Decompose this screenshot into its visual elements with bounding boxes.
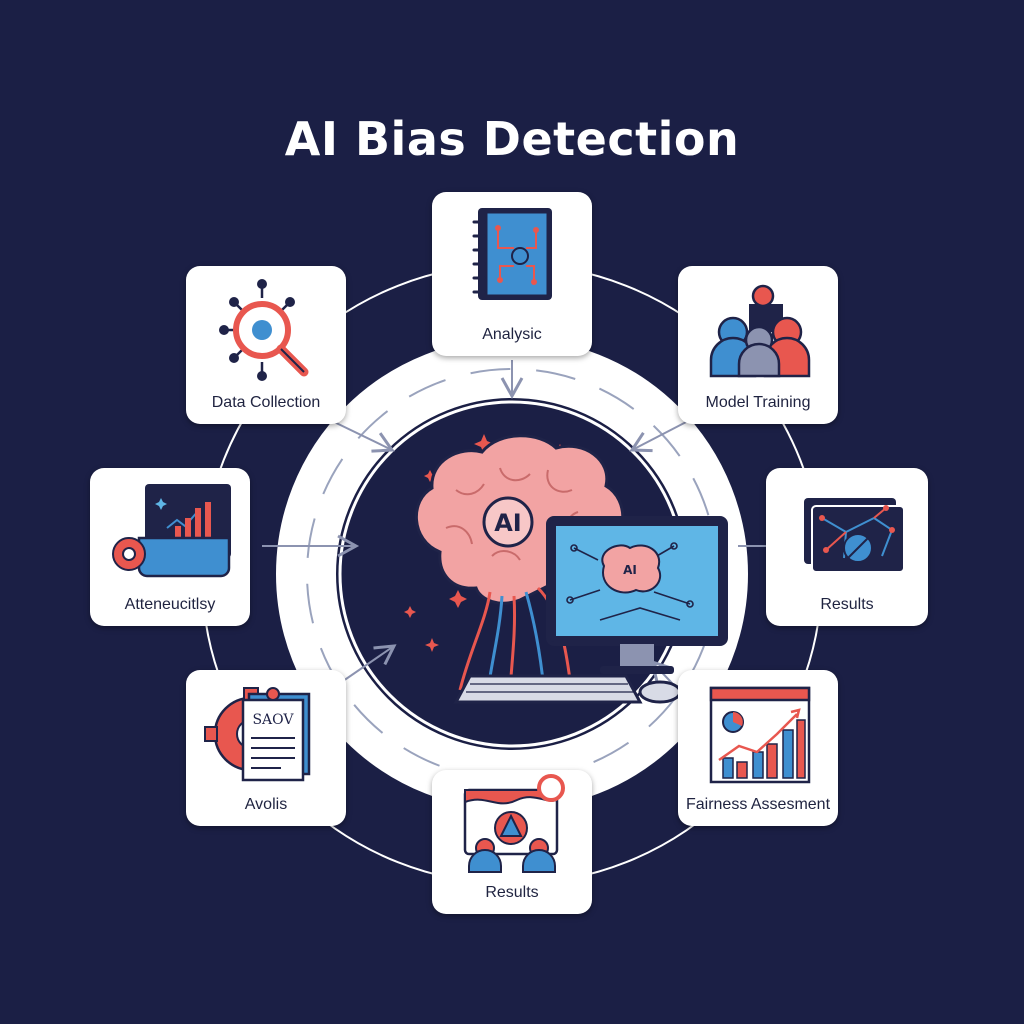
diagram-title: AI Bias Detection <box>284 112 740 166</box>
node-results-right[interactable]: Results <box>766 468 928 626</box>
circuit-book-icon <box>432 202 592 322</box>
node-data-collection[interactable]: Data Collection <box>186 266 346 424</box>
arrow-from-data-collection <box>329 419 395 453</box>
attenuity-label: Atteneucitlsy <box>124 596 216 613</box>
arrow-from-model-training <box>629 419 691 453</box>
results-bottom-label: Results <box>485 884 539 901</box>
magnifier-network-icon <box>186 276 346 396</box>
gear-document-icon: SAOV <box>186 680 346 800</box>
brain-ai-badge: AI <box>494 509 522 537</box>
presentation-users-icon <box>432 774 592 894</box>
node-attenuity[interactable]: Atteneucitlsy <box>90 468 250 626</box>
node-analysis[interactable]: Analysic <box>432 192 592 356</box>
bar-chart-icon <box>678 680 838 800</box>
model-training-label: Model Training <box>705 394 811 411</box>
chart-gear-icon <box>90 478 250 598</box>
node-fairness-assessment[interactable]: Fairness Assesment <box>678 670 838 826</box>
node-avolis[interactable]: SAOV Avolis <box>186 670 346 826</box>
analysis-label: Analysic <box>482 326 542 343</box>
monitor-illustration: AI <box>546 516 728 674</box>
mouse-illustration <box>638 680 682 704</box>
team-users-icon <box>678 276 838 396</box>
fairness-label: Fairness Assesment <box>685 796 831 813</box>
node-results-bottom[interactable]: Results <box>432 770 592 914</box>
results-right-label: Results <box>820 596 874 613</box>
monitor-ai-badge: AI <box>623 563 637 577</box>
network-screen-icon <box>766 478 928 598</box>
keyboard-illustration <box>453 674 682 704</box>
data-collection-label: Data Collection <box>211 394 321 411</box>
report-text: SAOV <box>252 712 294 728</box>
avolis-label: Avolis <box>244 796 288 813</box>
node-model-training[interactable]: Model Training <box>678 266 838 424</box>
